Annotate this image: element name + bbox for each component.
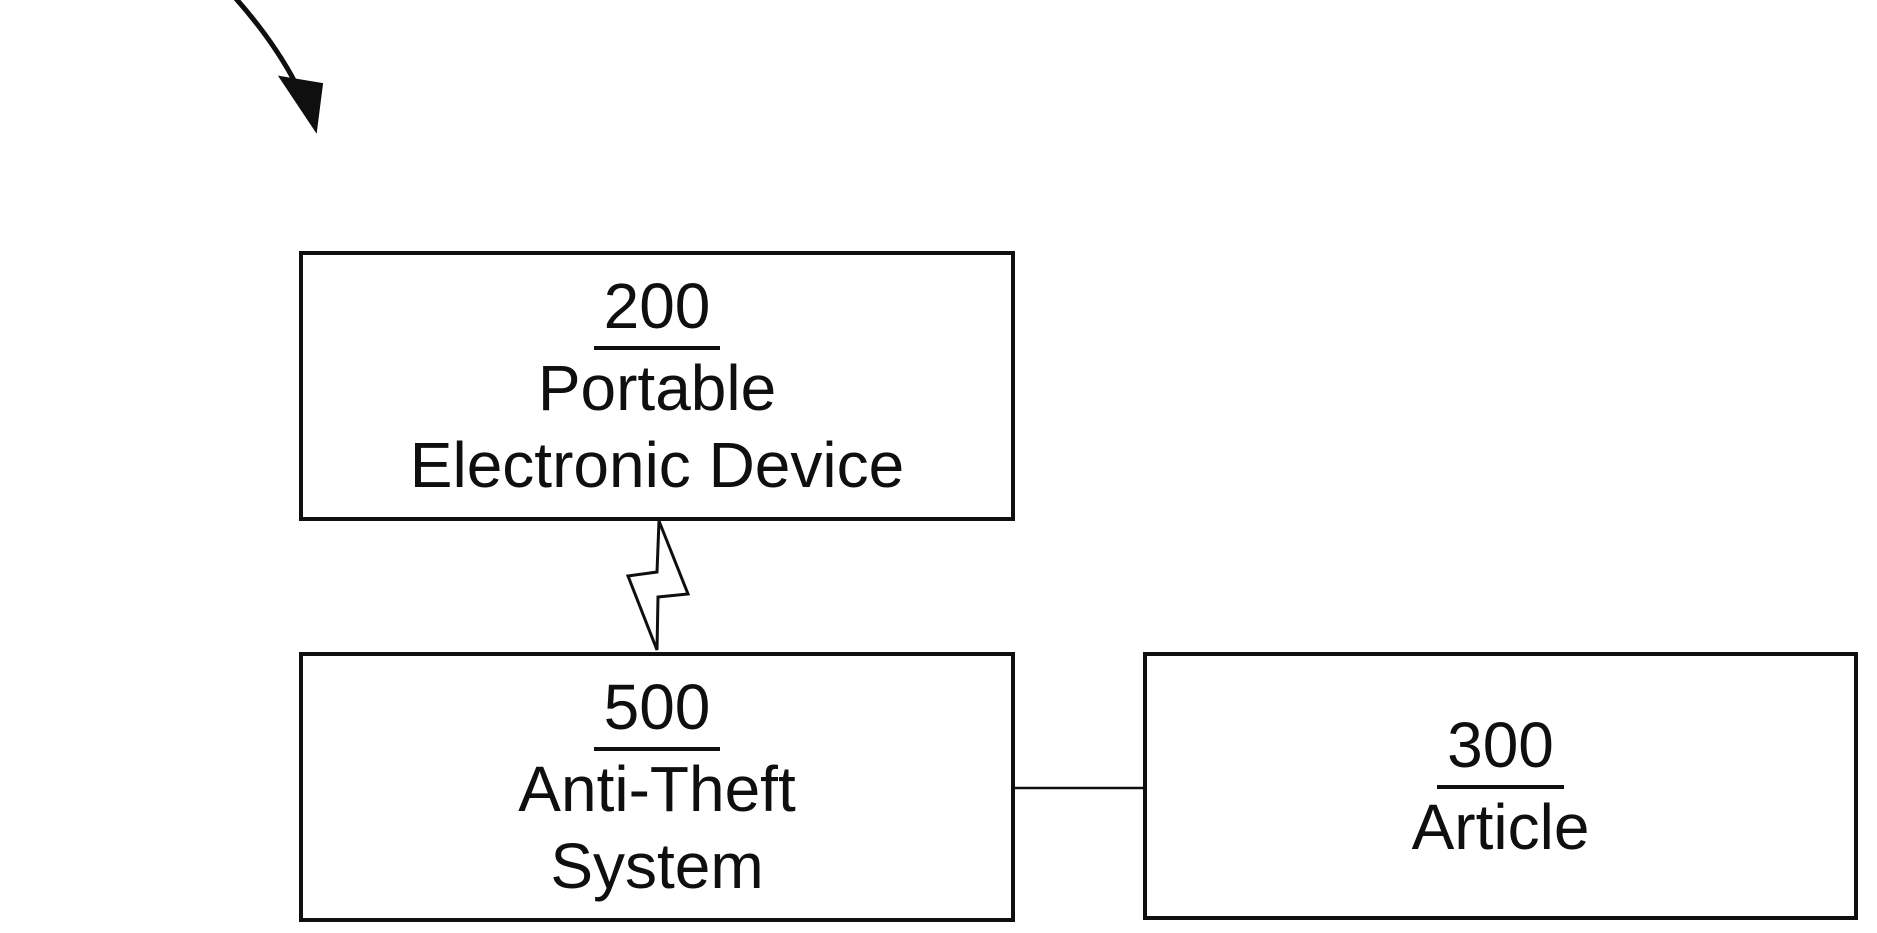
ref-number-underlined: 200 — [593, 268, 721, 351]
ref-number-underlined: 300 — [1437, 707, 1564, 789]
box-label-line: System — [550, 829, 764, 902]
box-label-line: Portable — [537, 352, 777, 425]
curved-arrow-icon — [233, 0, 324, 134]
box-portable-electronic-device: 200 Portable Electronic Device — [299, 251, 1015, 521]
lightning-bolt-icon — [625, 520, 691, 651]
box-label-line: Article — [1411, 790, 1590, 863]
box-anti-theft-system: 500 Anti-Theft System — [299, 652, 1015, 922]
box-label-line: Anti-Theft — [518, 753, 796, 826]
ref-number-underlined: 500 — [593, 669, 721, 752]
box-article: 300 Article — [1143, 652, 1858, 920]
box-ref-number: 300 — [1437, 707, 1564, 789]
curved-arrow-shaft — [233, 0, 299, 86]
curved-arrow-tip — [277, 75, 324, 134]
box-ref-number: 200 — [593, 268, 721, 351]
box-ref-number: 500 — [593, 669, 721, 752]
box-label-line: Electronic Device — [409, 428, 905, 501]
